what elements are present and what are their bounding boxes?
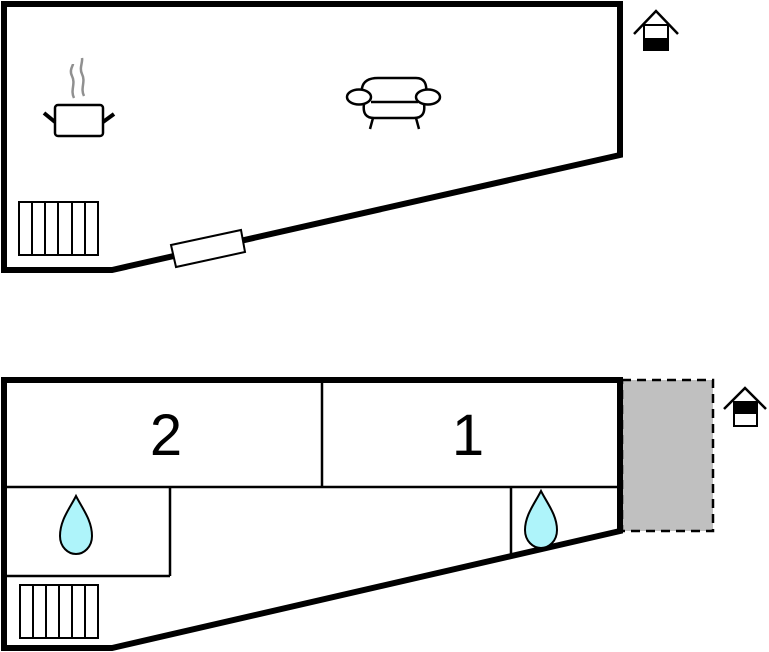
house-lower-floor-icon: [723, 386, 767, 427]
upper-floor: [1, 1, 679, 273]
room-label-1: 1: [452, 403, 484, 468]
lower-floor: 2 1: [1, 377, 767, 651]
radiator-icon: [18, 201, 99, 256]
radiator-icon: [19, 584, 99, 639]
water-drop-icon: [58, 493, 94, 556]
house-upper-floor-icon: [633, 9, 679, 51]
cooking-pot-icon: [42, 57, 116, 138]
lower-floor-walls: [1, 377, 623, 651]
sofa-icon: [345, 76, 442, 130]
terrace-area: [620, 378, 715, 533]
water-drop-icon: [523, 488, 559, 550]
room-label-2: 2: [150, 403, 182, 468]
window-icon: [169, 228, 247, 269]
upper-floor-walls: [1, 1, 623, 273]
